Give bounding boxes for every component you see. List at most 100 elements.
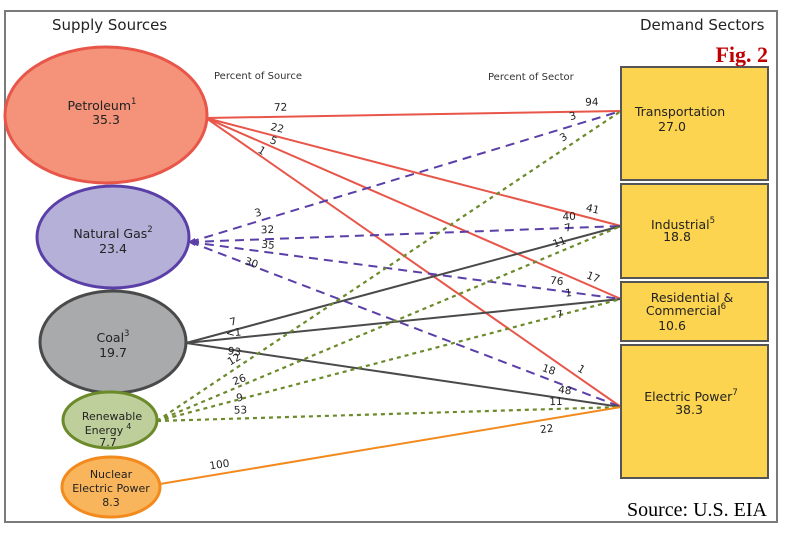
nuclear-name-line2: Electric Power (72, 482, 150, 495)
source-node-coal[interactable]: Coal3 19.7 (38, 289, 188, 395)
residential-footnote: 6 (721, 302, 726, 312)
pct-source-label-petroleum-electric: 1 (256, 144, 268, 158)
flow-line-petroleum-to-residential (205, 117, 622, 300)
svg-text:Industrial5: Industrial5 (651, 216, 715, 232)
source-node-nuclear[interactable]: Nuclear Electric Power 8.3 (60, 455, 162, 519)
pct-source-label-renewable-industrial: 26 (231, 372, 248, 388)
coal-footnote: 3 (124, 329, 129, 339)
natural-gas-name: Natural Gas (73, 226, 147, 241)
pct-sector-label-petroleum-electric: 1 (575, 363, 587, 377)
sector-node-electric-power[interactable]: Electric Power7 38.3 (620, 344, 769, 479)
pct-sector-label-coal-residential: 1 (565, 287, 573, 300)
svg-text:Coal3: Coal3 (97, 329, 130, 345)
electric-footnote: 7 (732, 388, 737, 398)
pct-source-label-coal-electric: 93 (227, 345, 242, 359)
renewable-name-line1: Renewable (82, 410, 142, 423)
pct-sector-label-coal-industrial: 7 (563, 222, 572, 235)
svg-text:Natural Gas2: Natural Gas2 (73, 225, 152, 241)
pct-sector-label-renewable-residential: 7 (555, 308, 564, 321)
flow-line-renewable-to-industrial (156, 224, 622, 423)
sector-node-industrial[interactable]: Industrial5 18.8 (620, 183, 769, 279)
industrial-footnote: 5 (710, 216, 715, 226)
coal-value: 19.7 (99, 345, 127, 360)
renewable-footnote: 4 (126, 422, 131, 431)
electric-value: 38.3 (675, 402, 703, 417)
percent-of-source-label: Percent of Source (214, 71, 302, 82)
flow-line-coal-to-industrial (185, 225, 622, 344)
figure-label: Fig. 2 (715, 42, 768, 67)
pct-sector-label-natural-gas-industrial: 40 (562, 211, 576, 223)
flow-line-renewable-to-electric (156, 405, 622, 423)
svg-text:Commercial6: Commercial6 (646, 302, 726, 318)
sector-node-transportation[interactable]: Transportation 27.0 (620, 66, 769, 181)
pct-sector-label-natural-gas-residential: 76 (549, 275, 564, 289)
source-credit: Source: U.S. EIA (627, 499, 768, 521)
industrial-value: 18.8 (663, 229, 691, 244)
natural-gas-value: 23.4 (99, 241, 127, 256)
coal-name: Coal (97, 330, 125, 345)
pct-source-label-renewable-transportation: 12 (226, 351, 244, 368)
pct-source-label-natural-gas-industrial: 32 (261, 224, 275, 236)
source-node-natural-gas[interactable]: Natural Gas2 23.4 (35, 184, 191, 290)
pct-sector-label-petroleum-residential: 17 (585, 270, 602, 286)
pct-sector-label-petroleum-industrial: 41 (585, 202, 601, 217)
petroleum-value: 35.3 (92, 112, 120, 127)
pct-sector-label-nuclear-electric: 22 (539, 422, 554, 436)
svg-text:Electric Power7: Electric Power7 (644, 388, 738, 404)
pct-source-label-petroleum-residential: 5 (268, 134, 279, 148)
pct-source-label-renewable-electric: 53 (234, 404, 248, 416)
svg-text:Petroleum1: Petroleum1 (68, 97, 137, 113)
pct-source-label-renewable-residential: 9 (235, 392, 244, 405)
transportation-name: Transportation (634, 104, 725, 119)
nuclear-name-line1: Nuclear (90, 468, 133, 481)
pct-source-label-petroleum-industrial: 22 (269, 121, 285, 136)
pct-sector-label-natural-gas-electric: 18 (540, 362, 557, 378)
flow-line-nuclear-to-electric (159, 406, 622, 485)
flow-line-renewable-to-transportation (156, 110, 622, 422)
natural-gas-footnote: 2 (147, 225, 152, 235)
percent-of-sector-label: Percent of Sector (488, 72, 575, 83)
pct-source-label-coal-industrial: 7 (228, 316, 237, 329)
natural-gas-arrowhead-icon (188, 238, 195, 246)
transportation-value: 27.0 (658, 119, 686, 134)
petroleum-footnote: 1 (131, 97, 136, 107)
pct-sector-label-coal-electric: 48 (557, 384, 572, 398)
pct-source-label-petroleum-transportation: 72 (274, 102, 288, 114)
pct-sector-label-petroleum-transportation: 94 (585, 96, 599, 108)
demand-sectors-header: Demand Sectors (640, 16, 765, 34)
pct-source-label-nuclear-electric: 100 (209, 458, 231, 473)
nuclear-value: 8.3 (102, 496, 120, 509)
residential-value: 10.6 (658, 318, 686, 333)
pct-source-label-natural-gas-residential: 35 (261, 239, 276, 252)
residential-name-line2: Commercial (646, 303, 721, 318)
flow-line-natural-gas-to-industrial (189, 225, 622, 243)
pct-source-label-natural-gas-electric: 30 (243, 255, 260, 271)
pct-source-label-natural-gas-transportation: 3 (253, 206, 263, 219)
supply-sources-header: Supply Sources (52, 16, 167, 34)
flow-line-natural-gas-to-electric (189, 241, 622, 408)
flow-line-petroleum-to-electric (205, 117, 622, 408)
pct-sector-label-natural-gas-transportation: 3 (568, 110, 578, 123)
pct-sector-label-renewable-electric: 11 (549, 396, 563, 408)
sector-node-residential-commercial[interactable]: Residential & Commercial6 10.6 (620, 281, 769, 342)
petroleum-name: Petroleum (68, 98, 131, 113)
pct-sector-label-renewable-industrial: 11 (551, 235, 568, 251)
residential-name-line1: Residential & (651, 290, 734, 305)
renewable-value: 7.7 (99, 436, 117, 449)
flow-line-petroleum-to-industrial (205, 117, 622, 227)
pct-source-label-coal-residential: <1 (225, 326, 242, 339)
flow-line-coal-to-residential (185, 298, 622, 344)
flow-line-natural-gas-to-transportation (189, 110, 622, 243)
source-node-petroleum[interactable]: Petroleum1 35.3 (3, 45, 209, 185)
flow-line-petroleum-to-transportation (205, 110, 622, 119)
industrial-name: Industrial (651, 217, 710, 232)
flow-line-natural-gas-to-residential (189, 241, 622, 300)
electric-name: Electric Power (644, 389, 733, 404)
renewable-name-line2: Energy (85, 424, 124, 437)
pct-sector-label-renewable-transportation: 3 (558, 131, 570, 145)
